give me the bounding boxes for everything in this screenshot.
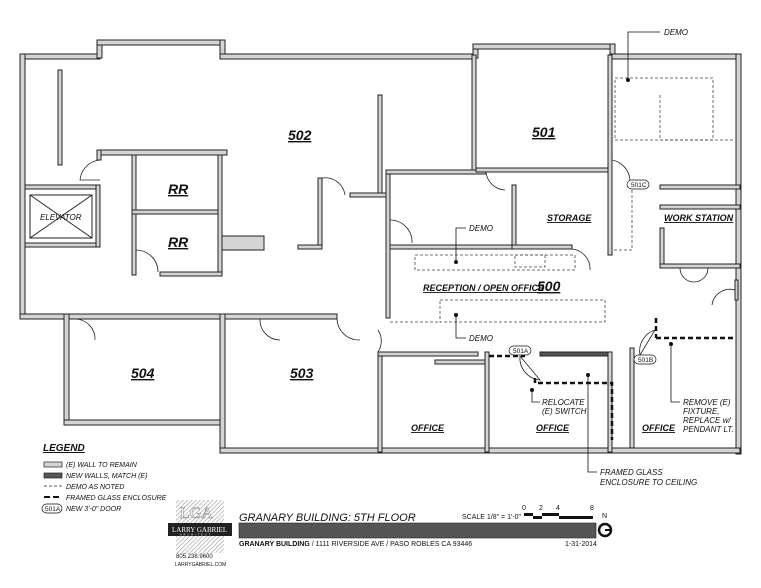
room-label-office-2: OFFICE [536, 423, 570, 433]
svg-text:501B: 501B [638, 357, 653, 364]
note-demo-low: DEMO [469, 334, 493, 343]
lga-logo: LGA LARRY GABRIEL ARCHITECT 805.238.9600… [168, 500, 232, 568]
svg-text:(E) WALL TO REMAIN: (E) WALL TO REMAIN [66, 462, 138, 469]
title-block: GRANARY BUILDING: 5TH FLOOR GRANARY BUIL… [238, 505, 613, 548]
legend-symbol-door-tag [41, 503, 63, 514]
room-label-office-3: OFFICE [642, 423, 676, 433]
title-bar [238, 522, 597, 539]
svg-text:501A: 501A [45, 506, 61, 513]
note-remove-3: REPLACE w/ [683, 416, 731, 425]
svg-text:NEW WALLS, MATCH (E): NEW WALLS, MATCH (E) [66, 473, 147, 480]
note-demo-mid: DEMO [469, 224, 493, 233]
project-address: GRANARY BUILDING / 1111 RIVERSIDE AVE / … [239, 541, 472, 548]
room-label-rr-2: RR [168, 234, 189, 250]
note-relocate-2: (E) SWITCH [542, 407, 587, 416]
svg-text:FRAMED GLASS ENCLOSURE: FRAMED GLASS ENCLOSURE [66, 495, 167, 502]
door-tag-501c: 501C [626, 179, 650, 190]
svg-text:LARRY GABRIEL: LARRY GABRIEL [172, 526, 227, 534]
interior-walls [24, 54, 741, 453]
room-label-504: 504 [131, 365, 155, 381]
scale-label: SCALE 1/8" = 1'-0" [462, 514, 522, 521]
note-demo-top: DEMO [664, 28, 688, 37]
elevator-shaft [29, 194, 93, 239]
door-tag-501b: 501B [633, 354, 657, 365]
room-label-501: 501 [532, 124, 556, 140]
svg-text:NEW 3'-0" DOOR: NEW 3'-0" DOOR [66, 506, 121, 513]
room-label-500: 500 [537, 278, 561, 294]
legend-symbol-new-wall [43, 472, 63, 479]
svg-text:2: 2 [539, 505, 543, 512]
logo-website: LARRYGABRIEL.COM [175, 562, 226, 568]
room-label-storage: STORAGE [547, 213, 592, 223]
demo-lines [390, 77, 735, 323]
glass-enclosure [489, 318, 736, 440]
legend-symbol-existing-wall [43, 461, 63, 468]
svg-text:4: 4 [556, 505, 560, 512]
north-arrow-icon [597, 522, 613, 538]
drawing-date: 1-31-2014 [565, 541, 597, 548]
note-relocate-1: RELOCATE [542, 398, 585, 407]
scale-bar: 0 2 4 8 [522, 505, 594, 519]
room-label-elevator: ELEVATOR [40, 213, 82, 222]
svg-text:DEMO AS NOTED: DEMO AS NOTED [66, 484, 124, 491]
logo-phone: 805.238.9600 [176, 554, 213, 560]
room-label-rr-1: RR [168, 181, 189, 197]
north-label: N [602, 513, 607, 520]
room-label-503: 503 [290, 365, 314, 381]
room-label-office-1: OFFICE [411, 423, 445, 433]
drawing-title: GRANARY BUILDING: 5TH FLOOR [239, 512, 416, 524]
note-remove-1: REMOVE (E) [683, 398, 731, 407]
svg-text:501A: 501A [513, 348, 529, 355]
room-label-reception: RECEPTION / OPEN OFFICE [423, 283, 545, 293]
note-glass-1: FRAMED GLASS [600, 468, 663, 477]
doors [74, 159, 736, 381]
room-label-502: 502 [288, 127, 312, 143]
note-glass-2: ENCLOSURE TO CEILING [600, 478, 697, 487]
svg-text:ARCHITECT: ARCHITECT [180, 534, 212, 537]
svg-text:501C: 501C [631, 182, 647, 189]
legend: LEGEND (E) WALL TO REMAIN NEW WALLS, MAT… [41, 443, 167, 514]
svg-text:8: 8 [590, 505, 594, 512]
room-label-work-station: WORK STATION [664, 213, 734, 223]
note-remove-4: PENDANT LT. [683, 425, 734, 434]
svg-text:0: 0 [522, 505, 526, 512]
note-remove-2: FIXTURE, [683, 407, 719, 416]
svg-text:LEGEND: LEGEND [43, 443, 85, 454]
svg-text:LGA: LGA [180, 505, 213, 522]
door-tag-501a: 501A [508, 345, 532, 356]
